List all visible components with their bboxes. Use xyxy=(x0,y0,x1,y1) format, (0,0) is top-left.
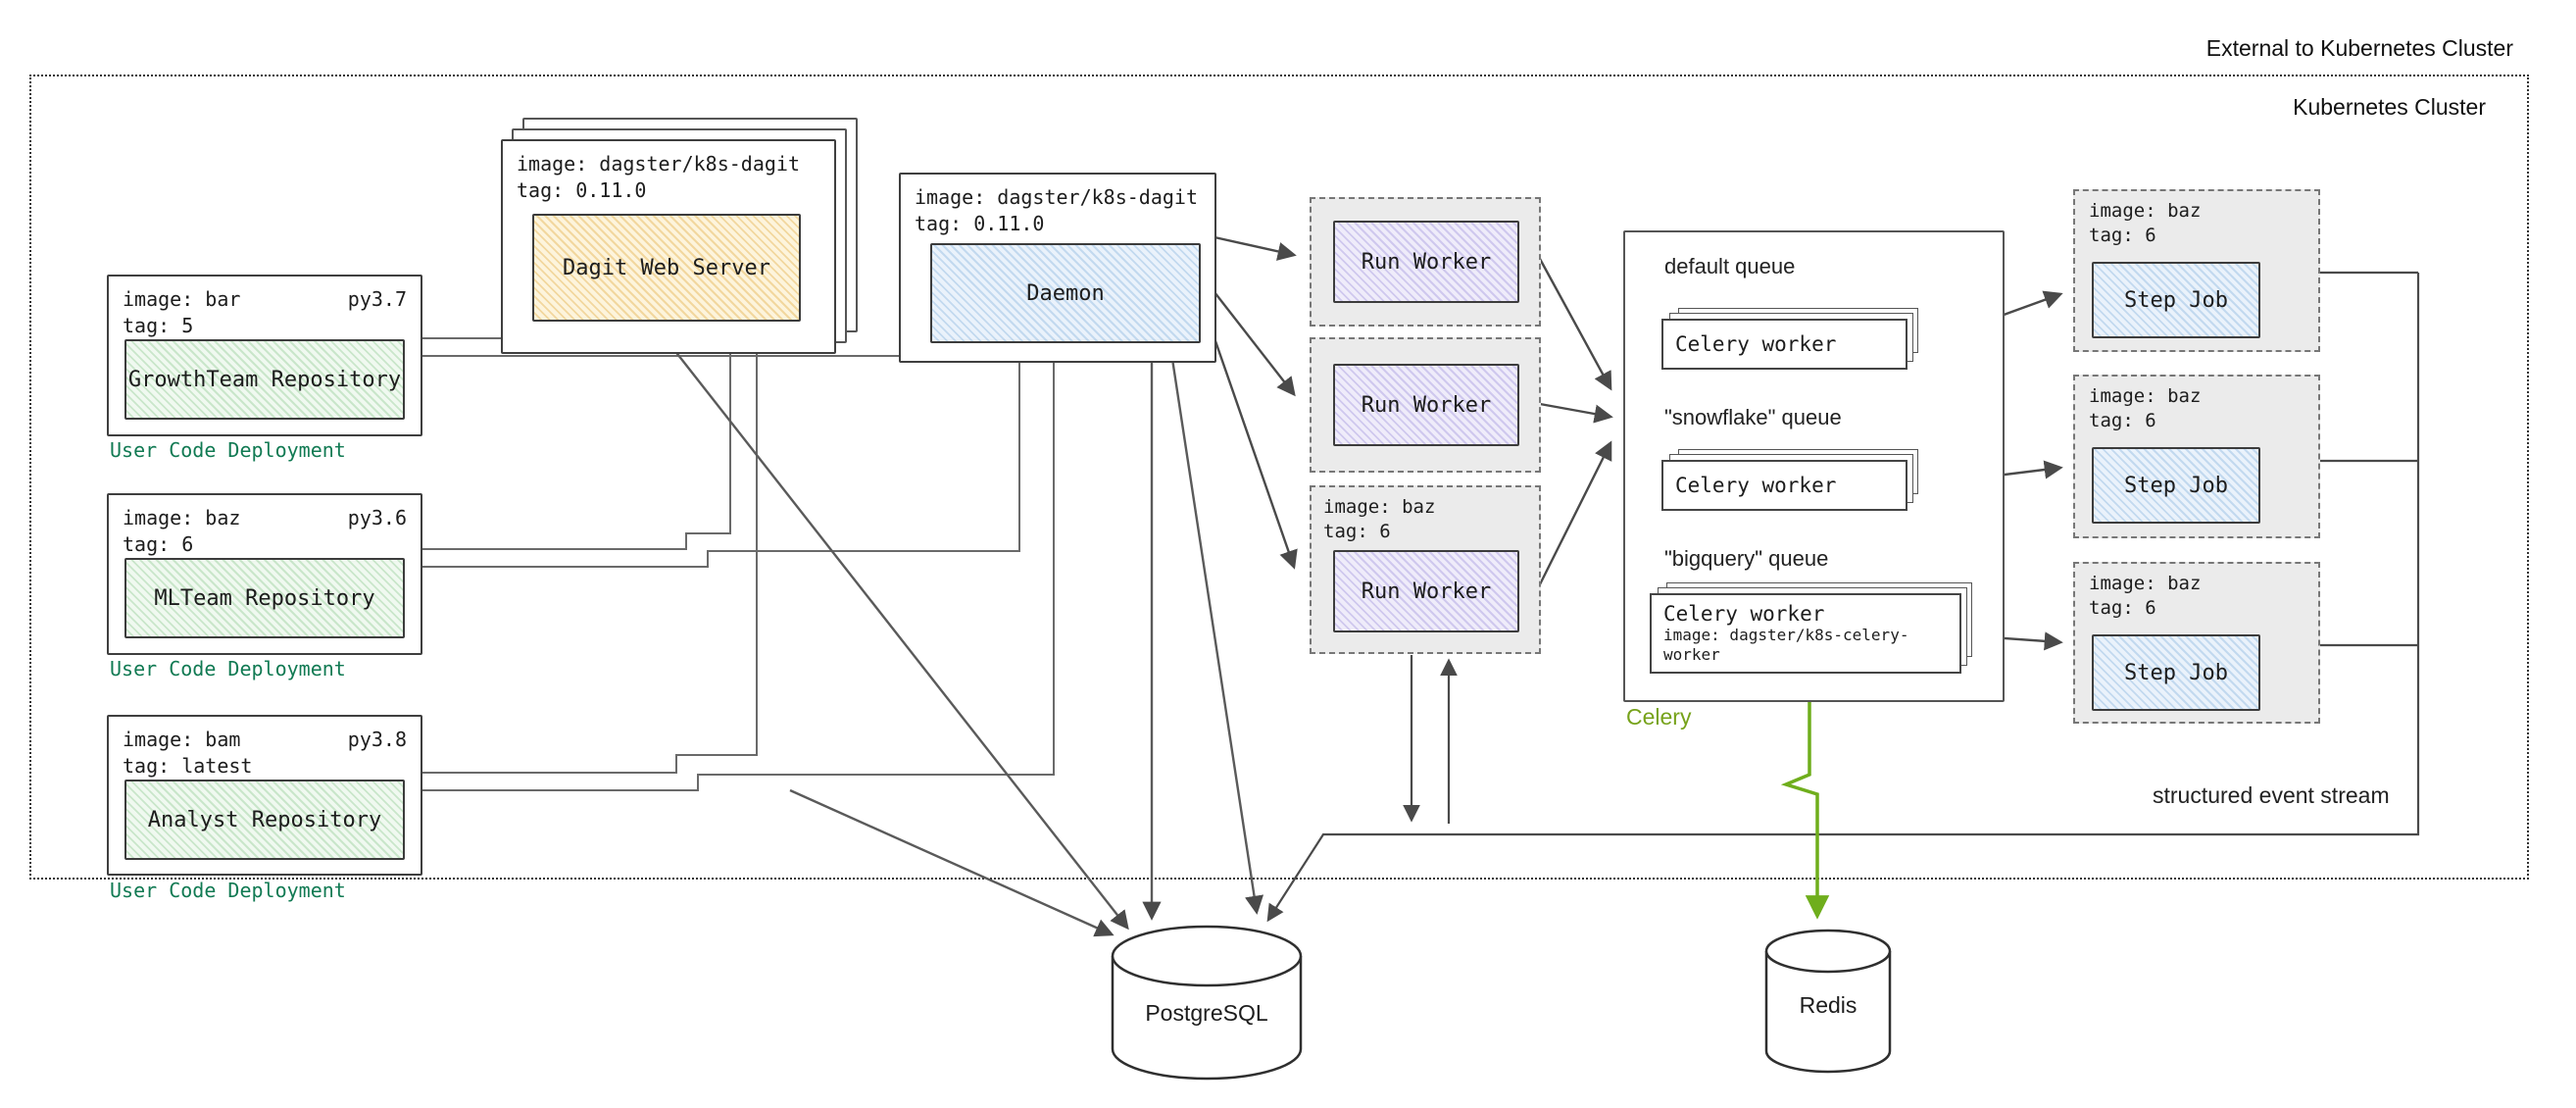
run-worker-label: Run Worker xyxy=(1361,392,1492,418)
repository-label: Analyst Repository xyxy=(147,807,382,832)
postgresql-label: PostgreSQL xyxy=(1145,1000,1268,1026)
kubernetes-cluster-boundary xyxy=(29,75,2529,880)
user-code-deployment-growthteam: image: bar py3.7 tag: 5 GrowthTeam Repos… xyxy=(107,275,422,436)
user-code-deployment-analyst: image: bam py3.8 tag: latest Analyst Rep… xyxy=(107,715,422,876)
run-worker-box: Run Worker xyxy=(1333,364,1519,446)
redis-label: Redis xyxy=(1799,992,1858,1018)
dagit-image: image: dagster/k8s-dagit xyxy=(517,152,800,176)
growthteam-repository-box: GrowthTeam Repository xyxy=(124,339,405,420)
run-worker-label: Run Worker xyxy=(1361,579,1492,604)
dagit-tag: tag: 0.11.0 xyxy=(517,178,647,202)
step-job-tag: tag: 6 xyxy=(2089,225,2156,246)
step-job-container-1: image: baz tag: 6 Step Job xyxy=(2073,189,2320,352)
repo-tag: tag: 6 xyxy=(123,532,194,556)
event-stream-lines xyxy=(1266,271,2420,923)
step-job-container-2: image: baz tag: 6 Step Job xyxy=(2073,375,2320,538)
run-worker-label: Run Worker xyxy=(1361,249,1492,275)
repo-tag: tag: 5 xyxy=(123,314,194,337)
postgres-cylinder xyxy=(1111,925,1303,1081)
step-job-tag: tag: 6 xyxy=(2089,597,2156,619)
step-job-label: Step Job xyxy=(2124,287,2228,313)
daemon-tag: tag: 0.11.0 xyxy=(915,212,1045,235)
run-worker-container-2: Run Worker xyxy=(1310,337,1541,473)
mlteam-repository-box: MLTeam Repository xyxy=(124,558,405,638)
analyst-repository-box: Analyst Repository xyxy=(124,780,405,860)
daemon-label: Daemon xyxy=(1026,280,1105,306)
run-worker-container-1: Run Worker xyxy=(1310,197,1541,327)
repo-image: image: bar xyxy=(123,287,241,311)
step-job-label: Step Job xyxy=(2124,473,2228,498)
repository-label: GrowthTeam Repository xyxy=(127,367,402,392)
repo-header: image: bar py3.7 xyxy=(109,277,421,313)
daemon-to-runworker-arrows xyxy=(1213,235,1298,570)
celery-worker-label: Celery worker xyxy=(1663,602,1825,626)
step-job-image: image: baz xyxy=(2089,573,2202,594)
external-cluster-label: External to Kubernetes Cluster xyxy=(2205,35,2513,61)
repo-python-version: py3.7 xyxy=(347,287,407,311)
step-job-box: Step Job xyxy=(2092,447,2260,524)
repo-python-version: py3.8 xyxy=(347,728,407,751)
daemon-box: Daemon xyxy=(930,243,1201,343)
run-worker-box: Run Worker xyxy=(1333,550,1519,632)
repo-image: image: baz xyxy=(123,506,241,529)
dagit-webserver-box: Dagit Web Server xyxy=(532,214,801,322)
dagit-label: Dagit Web Server xyxy=(563,255,770,280)
default-queue-label: default queue xyxy=(1664,254,1796,278)
postgres-arrows xyxy=(673,349,1264,937)
daemon-image: image: dagster/k8s-dagit xyxy=(915,185,1198,209)
celery-container: default queue Celery worker "snowflake" … xyxy=(1623,230,2005,702)
run-worker-container-3: image: baz tag: 6 Run Worker xyxy=(1310,485,1541,654)
repo-tag: tag: latest xyxy=(123,754,253,778)
daemon-pod: image: dagster/k8s-dagit tag: 0.11.0 Dae… xyxy=(899,173,1216,363)
celery-worker-image: image: dagster/k8s-celery-worker xyxy=(1663,626,1909,664)
celery-label: Celery xyxy=(1626,704,1692,730)
step-job-container-3: image: baz tag: 6 Step Job xyxy=(2073,562,2320,724)
step-job-box: Step Job xyxy=(2092,262,2260,338)
repository-label: MLTeam Repository xyxy=(154,585,375,611)
user-code-deployment-caption: User Code Deployment xyxy=(110,657,346,680)
grpc-bus-lines xyxy=(419,337,1055,791)
run-worker-box: Run Worker xyxy=(1333,221,1519,303)
dagit-webserver-pod: image: dagster/k8s-dagit tag: 0.11.0 Dag… xyxy=(501,139,836,354)
step-job-tag: tag: 6 xyxy=(2089,410,2156,431)
celery-worker-label: Celery worker xyxy=(1675,474,1837,497)
runworker-to-celery-arrows xyxy=(1538,258,1613,585)
repo-header: image: bam py3.8 xyxy=(109,717,421,753)
celery-to-redis-arrow xyxy=(1780,700,1830,920)
step-job-box: Step Job xyxy=(2092,634,2260,711)
runworker-stream-arrows xyxy=(1403,655,1458,824)
kubernetes-cluster-label: Kubernetes Cluster xyxy=(2293,94,2486,120)
celery-worker-label: Celery worker xyxy=(1675,332,1837,356)
run-worker-tag: tag: 6 xyxy=(1323,521,1391,542)
redis-cylinder xyxy=(1764,929,1892,1074)
step-job-image: image: baz xyxy=(2089,200,2202,222)
run-worker-image: image: baz xyxy=(1323,496,1436,518)
bigquery-queue-label: "bigquery" queue xyxy=(1664,546,1829,571)
step-job-image: image: baz xyxy=(2089,385,2202,407)
structured-event-stream-label: structured event stream xyxy=(2153,782,2390,808)
celery-worker-default: Celery worker xyxy=(1661,319,1907,370)
celery-worker-bigquery: Celery worker image: dagster/k8s-celery-… xyxy=(1650,593,1961,674)
repo-python-version: py3.6 xyxy=(347,506,407,529)
snowflake-queue-label: "snowflake" queue xyxy=(1664,405,1842,429)
repo-image: image: bam xyxy=(123,728,241,751)
repo-header: image: baz py3.6 xyxy=(109,495,421,531)
user-code-deployment-mlteam: image: baz py3.6 tag: 6 MLTeam Repositor… xyxy=(107,493,422,655)
user-code-deployment-caption: User Code Deployment xyxy=(110,438,346,462)
step-job-label: Step Job xyxy=(2124,660,2228,685)
celery-worker-snowflake: Celery worker xyxy=(1661,460,1907,511)
user-code-deployment-caption: User Code Deployment xyxy=(110,879,346,902)
